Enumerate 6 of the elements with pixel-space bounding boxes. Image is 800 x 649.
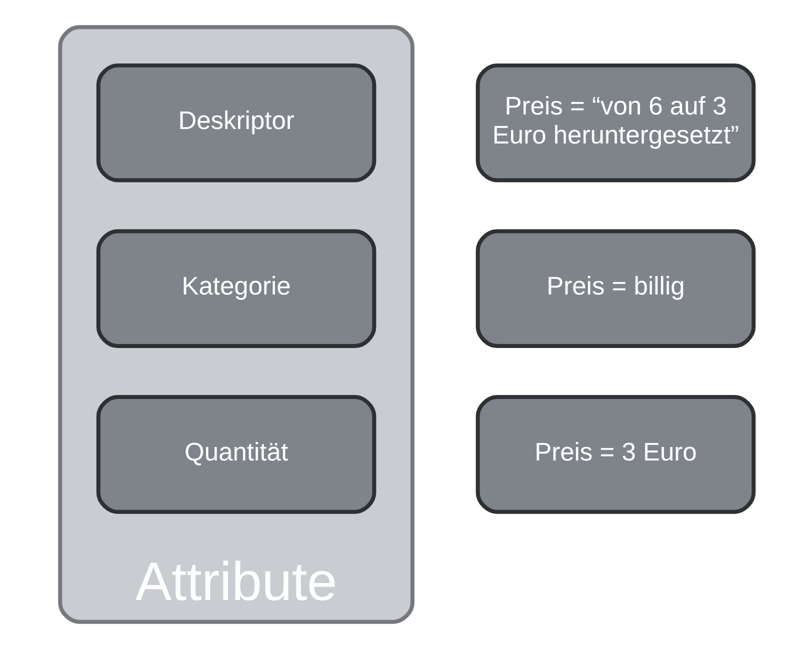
node-box: Preis = billig: [475, 229, 756, 348]
node-box: Preis = 3 Euro: [475, 395, 756, 514]
node-box: Quantität: [96, 395, 376, 514]
node-box: Deskriptor: [96, 63, 376, 182]
node-box: Preis = “von 6 auf 3 Euro heruntergesetzt”: [475, 63, 756, 182]
node-box: Kategorie: [96, 229, 376, 348]
